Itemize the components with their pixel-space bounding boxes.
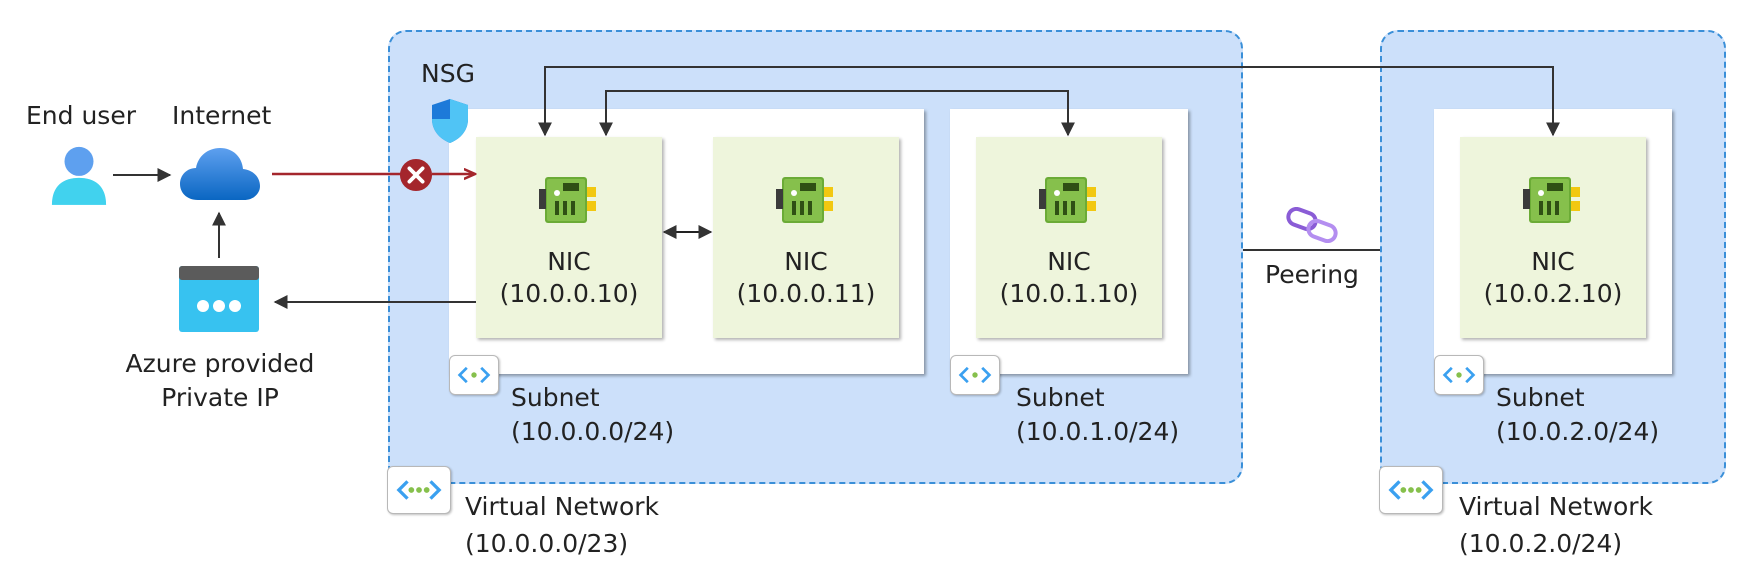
nic-1-ip: (10.0.0.10) [499,279,639,308]
vnet-2-name: Virtual Network [1459,492,1654,521]
vnet-icon [396,480,442,500]
nic1-nic4-connector [538,66,1560,137]
peering-icon [1286,207,1338,243]
vnet-1-name: Virtual Network [465,492,660,521]
nic-icon [776,177,833,223]
end-user-label: End user [26,101,136,130]
cloud-icon [180,148,260,200]
private-ip-label-line2: Private IP [161,383,279,412]
subnet-1-icon [449,355,499,395]
nic-4-ip: (10.0.2.10) [1483,279,1623,308]
blocked-icon [399,158,433,192]
nic-2[interactable]: NIC (10.0.0.11) [713,137,899,338]
subnet-3-name: Subnet [1496,383,1585,412]
private-ip-icon [179,266,259,332]
nic-icon [1523,177,1580,223]
subnet-2-cidr: (10.0.1.0/24) [1016,417,1180,446]
nic-1-name: NIC [547,247,591,276]
vnet-1-icon [387,466,451,514]
user-icon [51,146,107,205]
nic-3-ip: (10.0.1.10) [999,279,1139,308]
private-ip-label-line1: Azure provided [125,349,315,378]
subnet-icon [1442,366,1476,384]
subnet-1-name: Subnet [511,383,600,412]
vnet-2-icon [1379,466,1443,514]
subnet-3-cidr: (10.0.2.0/24) [1496,417,1660,446]
subnet-3-icon [1434,355,1484,395]
nic-2-ip: (10.0.0.11) [736,279,876,308]
subnet-2-name: Subnet [1016,383,1105,412]
subnet-icon [958,366,992,384]
nic-icon [1039,177,1096,223]
nic1-nic3-connector [599,90,1075,137]
internet-label: Internet [172,101,272,130]
nic-3-name: NIC [1047,247,1091,276]
nic-icon [539,177,596,223]
subnet-icon [457,366,491,384]
vnet-icon [1388,480,1434,500]
peering-label: Peering [1265,260,1359,289]
nsg-label: NSG [421,59,475,88]
nic-2-name: NIC [784,247,828,276]
vnet-1-cidr: (10.0.0.0/23) [465,529,629,558]
subnet-1-cidr: (10.0.0.0/24) [511,417,675,446]
nic-1[interactable]: NIC (10.0.0.10) [476,137,662,338]
nsg-shield-icon [432,99,468,143]
vnet-2-cidr: (10.0.2.0/24) [1459,529,1623,558]
subnet-2-icon [950,355,1000,395]
nic-4-name: NIC [1531,247,1575,276]
nic-3[interactable]: NIC (10.0.1.10) [976,137,1162,338]
nic-4[interactable]: NIC (10.0.2.10) [1460,137,1646,338]
